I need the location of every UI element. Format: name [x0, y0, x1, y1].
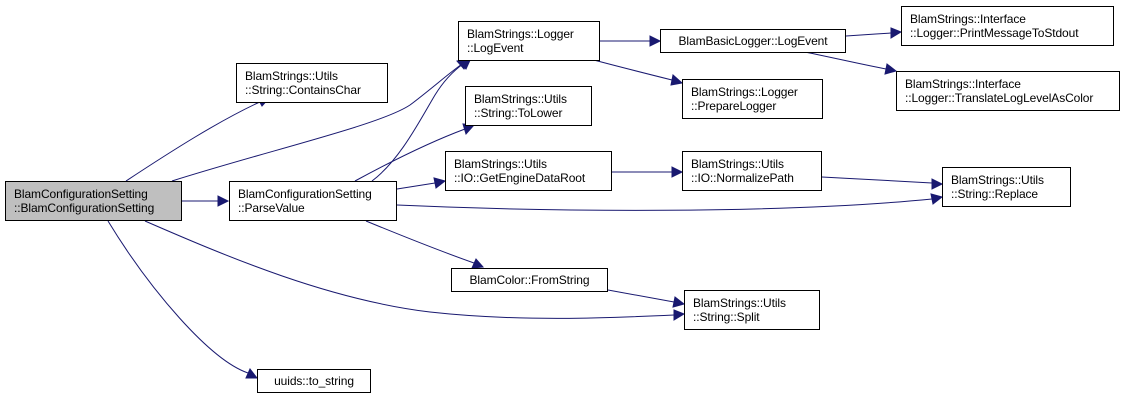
edge-basic-logger-to-translate-log-level — [799, 50, 887, 70]
node-label-line-1: BlamStrings::Utils — [951, 173, 1044, 187]
edge-normalize-path-to-replace — [821, 176, 933, 184]
node-label-line-1: BlamConfigurationSetting — [14, 187, 148, 201]
node-string-replace[interactable]: BlamStrings::Utils ::String::Replace — [942, 167, 1071, 207]
node-label: uuids::to_string — [274, 374, 354, 388]
arrowhead — [890, 27, 903, 39]
node-color-from-string[interactable]: BlamColor::FromString — [451, 268, 608, 292]
edge-ctor-to-logger-log-event — [171, 63, 463, 182]
edge-parse-value-to-to-lower — [354, 128, 466, 182]
node-label-line-2: ::String::Split — [693, 310, 760, 324]
node-string-split[interactable]: BlamStrings::Utils ::String::Split — [684, 290, 820, 330]
node-label-line-2: ::LogEvent — [467, 41, 524, 55]
edge-ctor-to-uuids-to-string — [107, 220, 249, 374]
arrowhead — [673, 309, 686, 321]
arrowhead — [931, 178, 944, 190]
edge-ctor-to-contains-char — [125, 100, 263, 182]
node-label-line-1: BlamStrings::Interface — [905, 77, 1021, 91]
node-label-line-2: ::ParseValue — [238, 201, 305, 215]
node-label-line-1: BlamStrings::Logger — [691, 85, 798, 99]
node-configuration-setting-constructor[interactable]: BlamConfigurationSetting ::BlamConfigura… — [5, 181, 182, 221]
node-label-line-2: ::Logger::TranslateLogLevelAsColor — [905, 91, 1094, 105]
node-label: BlamColor::FromString — [469, 273, 590, 287]
arrowhead — [245, 368, 259, 379]
edge-ctor-to-split — [144, 220, 675, 319]
node-label-line-1: BlamStrings::Utils — [454, 157, 547, 171]
node-label-line-1: BlamStrings::Utils — [691, 157, 784, 171]
node-label-line-2: ::String::ToLower — [474, 106, 563, 120]
node-basic-logger-log-event[interactable]: BlamBasicLogger::LogEvent — [660, 29, 846, 53]
node-label-line-1: BlamStrings::Utils — [693, 296, 786, 310]
node-label-line-2: ::String::Replace — [951, 187, 1039, 201]
node-interface-print-message-to-stdout[interactable]: BlamStrings::Interface ::Logger::PrintMe… — [901, 6, 1114, 46]
node-label-line-1: BlamConfigurationSetting — [238, 187, 372, 201]
arrowhead — [884, 63, 898, 75]
arrowhead — [672, 296, 686, 308]
arrowhead — [217, 195, 230, 207]
node-io-normalize-path[interactable]: BlamStrings::Utils ::IO::NormalizePath — [682, 151, 822, 191]
node-label-line-1: BlamStrings::Utils — [245, 69, 338, 83]
node-logger-log-event[interactable]: BlamStrings::Logger ::LogEvent — [458, 21, 600, 61]
node-parse-value[interactable]: BlamConfigurationSetting ::ParseValue — [229, 181, 397, 221]
arrowhead — [433, 177, 447, 189]
node-uuids-to-string[interactable]: uuids::to_string — [257, 369, 371, 393]
edge-color-from-string-to-split — [607, 289, 675, 303]
edge-parse-value-to-replace — [396, 198, 933, 211]
node-io-get-engine-data-root[interactable]: BlamStrings::Utils ::IO::GetEngineDataRo… — [445, 151, 612, 191]
arrowhead — [670, 74, 684, 86]
edge-basic-logger-to-print-message — [845, 32, 892, 37]
arrowhead — [471, 258, 485, 269]
node-label-line-2: ::Logger::PrintMessageToStdout — [910, 26, 1079, 40]
arrowhead — [930, 193, 944, 205]
arrowhead — [671, 166, 684, 178]
edge-logger-log-event-to-prepare-logger — [589, 58, 673, 81]
edge-parse-value-to-color-from-string — [365, 220, 475, 264]
node-label-line-1: BlamStrings::Utils — [474, 92, 567, 106]
node-string-contains-char[interactable]: BlamStrings::Utils ::String::ContainsCha… — [236, 63, 388, 103]
node-logger-prepare-logger[interactable]: BlamStrings::Logger ::PrepareLogger — [682, 79, 823, 119]
node-label-line-2: ::PrepareLogger — [691, 99, 777, 113]
arrowhead — [649, 35, 662, 47]
node-interface-translate-log-level-as-color[interactable]: BlamStrings::Interface ::Logger::Transla… — [896, 71, 1120, 111]
node-label-line-1: BlamStrings::Interface — [910, 12, 1026, 26]
node-label-line-2: ::IO::NormalizePath — [691, 171, 794, 185]
node-label-line-1: BlamStrings::Logger — [467, 27, 574, 41]
node-label: BlamBasicLogger::LogEvent — [678, 34, 828, 48]
edge-parse-value-to-get-engine-data-root — [396, 182, 436, 190]
node-label-line-2: ::IO::GetEngineDataRoot — [454, 171, 586, 185]
node-string-to-lower[interactable]: BlamStrings::Utils ::String::ToLower — [465, 86, 592, 126]
node-label-line-2: ::BlamConfigurationSetting — [14, 201, 155, 215]
node-label-line-2: ::String::ContainsChar — [245, 83, 361, 97]
